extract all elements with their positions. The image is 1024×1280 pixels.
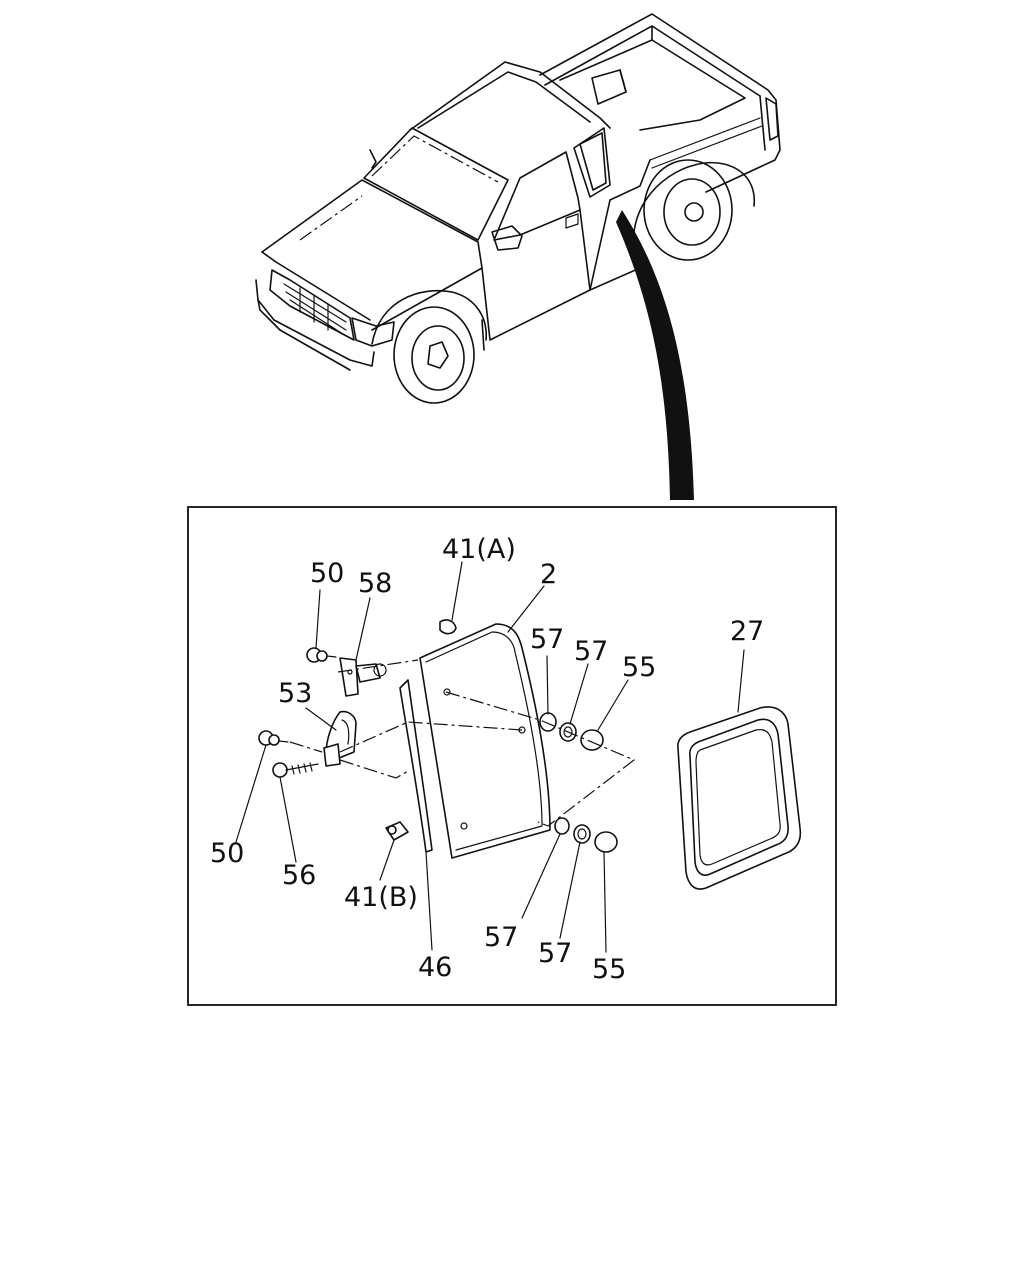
leader-lines bbox=[235, 561, 745, 953]
callout-41b: 41(B) bbox=[344, 882, 418, 913]
callout-2: 2 bbox=[540, 559, 557, 590]
latch-handle bbox=[323, 710, 357, 767]
callout-55-bottom: 55 bbox=[592, 954, 626, 985]
pointer-arrow bbox=[616, 210, 694, 500]
callout-57-c: 57 bbox=[484, 922, 518, 953]
weatherstrip-seal bbox=[677, 706, 802, 890]
callout-56: 56 bbox=[282, 860, 316, 891]
alignment-lines bbox=[289, 659, 636, 827]
callout-50-top: 50 bbox=[310, 558, 344, 589]
callout-57-a: 57 bbox=[530, 624, 564, 655]
callout-57-b: 57 bbox=[574, 636, 608, 667]
rear-quarter-glass bbox=[419, 623, 551, 859]
callout-50-bottom: 50 bbox=[210, 838, 244, 869]
fasteners bbox=[258, 619, 618, 853]
callout-53: 53 bbox=[278, 678, 312, 709]
detail-frame bbox=[187, 506, 837, 1006]
callout-58: 58 bbox=[358, 568, 392, 599]
hinge-bracket bbox=[339, 657, 387, 697]
callout-27: 27 bbox=[730, 616, 764, 647]
callout-55-top: 55 bbox=[622, 652, 656, 683]
callout-46: 46 bbox=[418, 952, 452, 983]
callout-57-d: 57 bbox=[538, 938, 572, 969]
callout-41a: 41(A) bbox=[442, 534, 516, 565]
callout-labels: 41(A) 2 50 58 57 57 55 27 53 50 56 41(B)… bbox=[210, 534, 764, 985]
molding-strip bbox=[399, 679, 433, 853]
pickup-truck-illustration bbox=[255, 13, 781, 404]
